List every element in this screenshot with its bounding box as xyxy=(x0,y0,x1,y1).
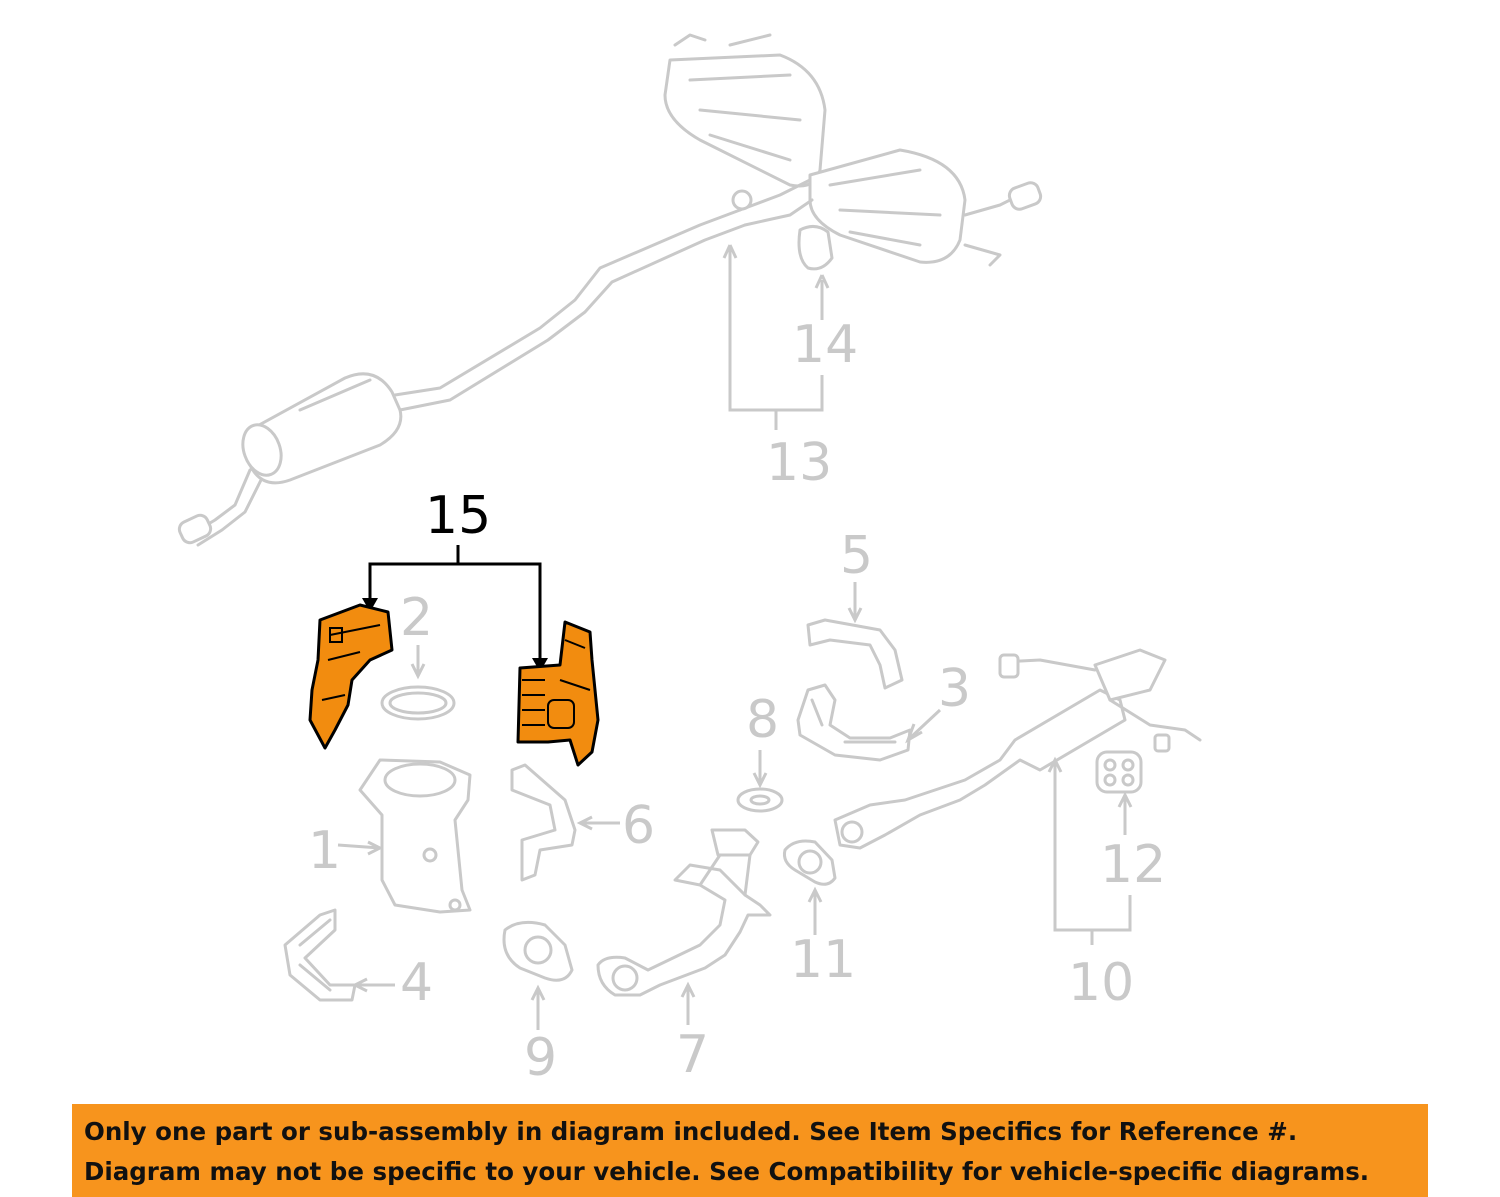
leader-15 xyxy=(368,545,542,660)
heat-shield-right xyxy=(516,620,600,767)
catalytic-converter-1 xyxy=(358,758,472,914)
callout-9: 9 xyxy=(524,1028,557,1088)
callout-14: 14 xyxy=(792,315,858,375)
callout-5: 5 xyxy=(840,526,873,586)
callout-2: 2 xyxy=(400,588,433,648)
gasket-11 xyxy=(783,839,837,886)
bracket-5 xyxy=(806,618,904,690)
callout-12: 12 xyxy=(1100,835,1166,895)
exhaust-parts-diagram: 13 14 15 2 1 4 6 xyxy=(177,33,1202,1088)
callout-8: 8 xyxy=(746,690,779,750)
exhaust-system-assembly xyxy=(177,33,1043,547)
callout-10: 10 xyxy=(1068,953,1134,1013)
callout-4: 4 xyxy=(400,953,433,1013)
callout-3: 3 xyxy=(938,659,971,719)
disclaimer-banner: Only one part or sub-assembly in diagram… xyxy=(72,1104,1428,1197)
disclaimer-line-1: Only one part or sub-assembly in diagram… xyxy=(84,1117,1298,1146)
callout-13: 13 xyxy=(766,433,832,493)
exhaust-hanger-12 xyxy=(1095,750,1143,794)
gasket-2 xyxy=(380,685,456,721)
callout-1: 1 xyxy=(308,821,341,881)
callout-7: 7 xyxy=(676,1025,709,1085)
washer-8 xyxy=(736,787,784,813)
bracket-4 xyxy=(283,908,357,1002)
front-pipe-7 xyxy=(596,828,772,997)
callout-6: 6 xyxy=(622,796,655,856)
gasket-9 xyxy=(502,920,574,982)
bracket-3 xyxy=(796,683,912,762)
heat-shield-left xyxy=(308,603,394,750)
disclaimer-line-2: Diagram may not be specific to your vehi… xyxy=(84,1157,1370,1186)
bracket-6 xyxy=(510,763,577,882)
exhaust-hanger-14 xyxy=(797,225,834,271)
callout-15: 15 xyxy=(425,486,491,546)
muffler-assembly-10 xyxy=(833,648,1202,850)
callout-11: 11 xyxy=(790,930,856,990)
